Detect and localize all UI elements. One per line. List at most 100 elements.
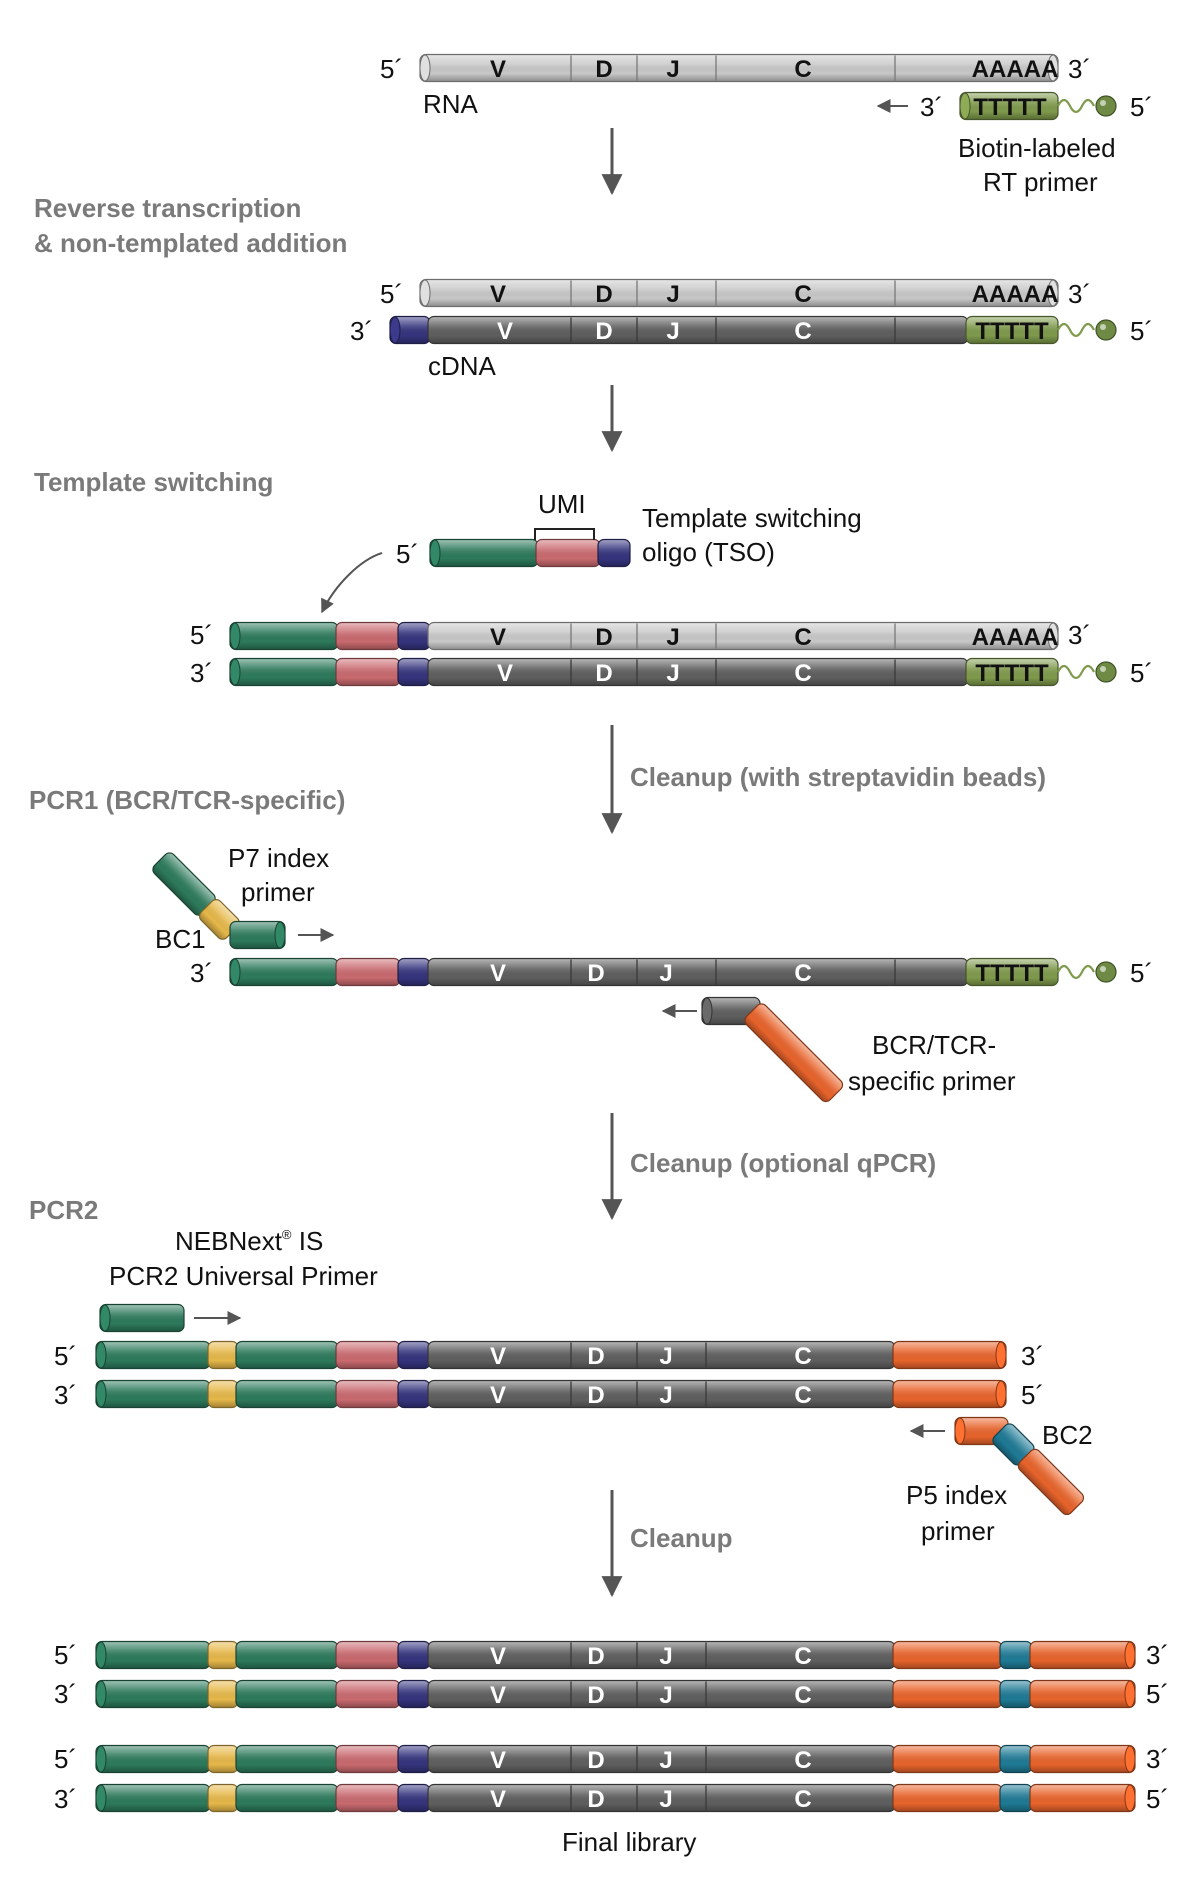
p5-adapter-segment — [892, 1640, 1003, 1670]
bc2-segment — [999, 1640, 1033, 1670]
bcr-primer-label: BCR/TCR- — [872, 1030, 996, 1060]
end-label: 3´ — [350, 316, 373, 346]
p5-adapter-segment — [1029, 1744, 1136, 1774]
linker-segment — [397, 1340, 431, 1370]
segment-label-c: C — [794, 318, 811, 345]
end-label: 3´ — [1068, 54, 1091, 84]
segment-label-d: D — [587, 1786, 604, 1813]
bc2-segment — [999, 1744, 1033, 1774]
linker-segment — [397, 957, 431, 987]
tso-curved-arrow — [321, 552, 383, 614]
segment-label-d: D — [595, 660, 612, 687]
tso-linker — [597, 538, 631, 568]
strand-end-cap — [429, 539, 441, 567]
nebnext-universal-primer — [99, 1303, 185, 1333]
strand-end-cap — [229, 658, 241, 686]
strand-end-cap — [95, 1784, 107, 1812]
bc1-segment — [207, 1679, 239, 1709]
vdjc-segment — [427, 1640, 896, 1670]
strand-end-cap — [99, 1304, 111, 1332]
segment-label-j: J — [659, 1682, 672, 1709]
tso-umi — [535, 538, 601, 568]
vdjc-segment — [427, 1744, 896, 1774]
end-label: 5´ — [380, 279, 403, 309]
segment-label-j: J — [659, 1786, 672, 1813]
adapter-segment — [235, 1744, 339, 1774]
segment-label-v: V — [497, 660, 513, 687]
end-label: 5´ — [380, 54, 403, 84]
bc1-segment — [207, 1640, 239, 1670]
poly-t-label: TTTTT — [975, 960, 1049, 987]
strand-end-cap — [229, 958, 241, 986]
segment-label-d: D — [587, 1747, 604, 1774]
end-label: 3´ — [54, 1380, 77, 1410]
segment-label-d: D — [595, 318, 612, 345]
biotin-linker — [1057, 964, 1095, 980]
strand-end-cap — [95, 1641, 107, 1669]
tso-label: oligo (TSO) — [642, 537, 775, 567]
step-title: PCR2 — [29, 1195, 98, 1225]
umi-segment — [335, 1379, 401, 1409]
p7-adapter-segment — [95, 1679, 211, 1709]
rna-label: RNA — [423, 89, 479, 119]
strand-end-cap — [95, 1745, 107, 1773]
segment-label-d: D — [587, 960, 604, 987]
segment-label-v: V — [490, 1643, 506, 1670]
end-label: 5´ — [1146, 1784, 1169, 1814]
end-label: 3´ — [1068, 620, 1091, 650]
tso-adapter — [429, 538, 539, 568]
umi-segment — [335, 621, 401, 651]
segment-label-d: D — [587, 1343, 604, 1370]
umi-segment — [335, 657, 401, 687]
end-label: 3´ — [920, 92, 943, 122]
step-title: Reverse transcription — [34, 193, 301, 223]
segment-label-j: J — [666, 56, 679, 83]
rt-primer-label: RT primer — [983, 167, 1098, 197]
strand-end-cap — [95, 1380, 107, 1408]
umi-segment — [335, 1340, 401, 1370]
strand-end-cap — [95, 1341, 107, 1369]
oligo-dt-region — [965, 957, 1059, 987]
bc1-segment — [207, 1783, 239, 1813]
strand-end-cap — [1047, 54, 1059, 82]
umi-segment — [335, 1783, 401, 1813]
strand-end-cap — [274, 921, 286, 949]
vdjc-segment — [427, 1783, 896, 1813]
p7-angled-part — [152, 852, 240, 940]
rna-strand — [427, 621, 1059, 651]
segment-label-c: C — [794, 1682, 811, 1709]
strand-end-cap — [995, 1341, 1007, 1369]
end-label: 3´ — [190, 958, 213, 988]
end-label: 5´ — [1146, 1679, 1169, 1709]
bcr-tcr-primer-angled — [744, 1003, 844, 1103]
bc2-label: BC2 — [1042, 1420, 1093, 1450]
end-label: 3´ — [54, 1784, 77, 1814]
strand-end-cap — [419, 279, 431, 307]
segment-label-c: C — [794, 960, 811, 987]
segment-label-j: J — [659, 1382, 672, 1409]
end-label: 5´ — [54, 1744, 77, 1774]
segment-label-j: J — [659, 960, 672, 987]
linker-segment — [397, 657, 431, 687]
step-title: PCR1 (BCR/TCR-specific) — [29, 785, 345, 815]
p5-adapter-segment — [892, 1340, 1007, 1370]
vdjc-segment — [427, 1340, 896, 1370]
adapter-segment — [235, 1640, 339, 1670]
non-templated-addition — [389, 315, 431, 345]
p5-primer-label: P5 index — [906, 1480, 1007, 1510]
umi-label: UMI — [538, 489, 586, 519]
rt-primer-label: Biotin-labeled — [958, 133, 1116, 163]
p7-adapter-segment — [95, 1783, 211, 1813]
biotin-bead — [1095, 95, 1117, 117]
end-label: 5´ — [54, 1341, 77, 1371]
segment-label-v: V — [490, 624, 506, 651]
strand-end-cap — [959, 92, 971, 120]
segment-label-d: D — [595, 56, 612, 83]
end-label: 3´ — [54, 1679, 77, 1709]
end-label: 5´ — [54, 1640, 77, 1670]
segment-label-d: D — [587, 1682, 604, 1709]
p5-index-primer-angled — [992, 1423, 1085, 1516]
adapter-segment — [229, 657, 339, 687]
umi-segment — [335, 1679, 401, 1709]
segment-label-j: J — [666, 660, 679, 687]
